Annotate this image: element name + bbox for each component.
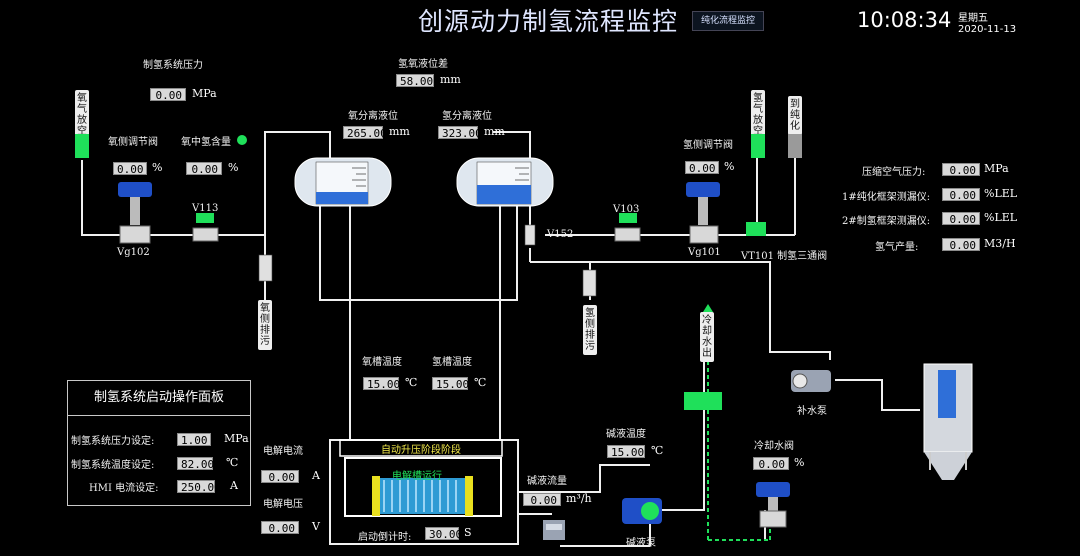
valve-vg101-label: Vg101 [688, 247, 721, 258]
lye-flow-label: 碱液流量 [527, 476, 567, 487]
voltage-unit: V [312, 520, 320, 533]
air-pressure-unit: MPa [984, 162, 1009, 175]
valve-vg102-label: Vg102 [117, 247, 150, 258]
o2-valve-label: 氧侧调节阀 [108, 137, 158, 148]
leak2-unit: %LEL [984, 211, 1018, 224]
panel-pressure-setting-label: 制氢系统压力设定: [71, 436, 155, 447]
three-way-valve-indicator [746, 222, 766, 236]
leak1-unit: %LEL [984, 187, 1018, 200]
to-purify-indicator [788, 134, 802, 158]
leak2-label: 2#制氢框架测漏仪: [842, 216, 931, 227]
lye-flow-value: 0.00 [523, 493, 561, 507]
o2-drain-tag: 氧侧排污 [258, 300, 272, 350]
o2-tank-temp-label: 氧槽温度 [362, 357, 402, 368]
air-pressure-value: 0.00 [942, 163, 980, 177]
h2-valve-value: 0.00 [685, 161, 719, 175]
o2-valve-unit: % [152, 161, 163, 174]
cell-running-status: 电解槽运行 [392, 471, 442, 482]
h2-vent-tag: 氢气放空 [751, 90, 765, 140]
voltage-value: 0.00 [261, 521, 299, 535]
o2-valve-value: 0.00 [113, 162, 147, 176]
h2-output-value: 0.00 [942, 238, 980, 252]
panel-current-setting-input[interactable]: 250.00 [177, 480, 221, 494]
h2-valve-label: 氢侧调节阀 [683, 140, 733, 151]
system-pressure-unit: MPa [192, 87, 217, 100]
system-pressure-value: 0.00 [150, 88, 186, 102]
valve-v103-label: V103 [613, 204, 640, 215]
clock-time: 10:08:34 [857, 8, 952, 32]
leak1-label: 1#纯化框架测漏仪: [842, 192, 931, 203]
o2-tank-temp-value: 15.00 [363, 377, 400, 391]
date: 2020-11-13 [958, 24, 1017, 35]
h2-output-label: 氢气产量: [875, 242, 919, 253]
lye-temp-unit: ℃ [651, 444, 664, 457]
panel-pressure-setting-input[interactable]: 1.00 [177, 433, 211, 447]
v113-indicator [196, 213, 214, 223]
system-pressure-label: 制氢系统压力 [143, 60, 203, 71]
current-value: 0.00 [261, 470, 299, 484]
h2-valve-unit: % [724, 160, 735, 173]
current-label: 电解电流 [263, 446, 303, 457]
countdown-label: 启动倒计时: [358, 532, 412, 543]
h2-in-o2-unit: % [228, 161, 239, 174]
current-unit: A [312, 469, 320, 482]
o2-tank-temp-unit: ℃ [405, 376, 418, 389]
h2-level-label: 氢分离液位 [442, 111, 492, 122]
to-purify-tag: 到纯化 [788, 96, 802, 135]
cooling-out-tag: 冷却水出 [700, 312, 714, 362]
h2-tank-temp-value: 15.00 [432, 377, 469, 391]
o2-level-label: 氧分离液位 [348, 111, 398, 122]
valve-v152-label: V152 [547, 229, 574, 240]
makeup-pump-label: 补水泵 [797, 406, 827, 417]
lye-temp-label: 碱液温度 [606, 429, 646, 440]
voltage-label: 电解电压 [263, 499, 303, 510]
lye-pump-label: 碱液泵 [626, 538, 656, 549]
v103-indicator [619, 213, 637, 223]
panel-temp-setting-input[interactable]: 82.00 [177, 457, 214, 471]
h2-in-o2-value: 0.00 [186, 162, 222, 176]
panel-pressure-setting-unit: MPa [224, 432, 249, 445]
startup-control-panel: 制氢系统启动操作面板 [67, 380, 251, 506]
lye-flow-unit: m³/h [566, 492, 592, 505]
h2-output-unit: M3/H [984, 237, 1016, 250]
countdown-unit: S [464, 526, 472, 539]
lye-temp-value: 15.00 [607, 445, 645, 459]
purification-monitor-button[interactable]: 纯化流程监控 [692, 11, 764, 31]
o2-vent-tag: 氧气放空 [75, 90, 89, 140]
h2-level-unit: mm [484, 125, 505, 138]
panel-title: 制氢系统启动操作面板 [68, 381, 250, 416]
countdown-value: 30.00 [425, 527, 462, 541]
level-diff-unit: mm [440, 73, 461, 86]
panel-current-setting-label: HMI 电流设定: [89, 483, 159, 494]
panel-current-setting-unit: A [230, 479, 238, 492]
h2-in-o2-status-dot [237, 135, 247, 145]
h2-level-value: 323.00 [438, 126, 482, 140]
weekday: 星期五 [958, 13, 988, 24]
o2-vent-indicator [75, 134, 89, 158]
cooling-valve-unit: % [794, 456, 805, 469]
level-diff-value: 58.00 [396, 74, 434, 88]
h2-tank-temp-unit: ℃ [474, 376, 487, 389]
cooling-valve-label: 冷却水阀 [754, 441, 794, 452]
h2-drain-tag: 氢侧排污 [583, 305, 597, 355]
h2-tank-temp-label: 氢槽温度 [432, 357, 472, 368]
page-title: 创源动力制氢流程监控 [418, 7, 679, 36]
leak1-value: 0.00 [942, 188, 980, 202]
valve-v113-label: V113 [192, 203, 219, 214]
h2-vent-indicator [751, 134, 765, 158]
panel-temp-setting-unit: ℃ [226, 456, 239, 469]
cooling-valve-value: 0.00 [753, 457, 789, 471]
air-pressure-label: 压缩空气压力: [862, 167, 926, 178]
o2-level-value: 265.00 [343, 126, 387, 140]
leak2-value: 0.00 [942, 212, 980, 226]
h2-in-o2-label: 氧中氢含量 [181, 137, 231, 148]
valve-vt101-label: VT101 制氢三通阀 [741, 251, 828, 262]
auto-stage-status: 自动升压阶段阶段 [381, 445, 461, 456]
level-diff-label: 氢氧液位差 [398, 59, 448, 70]
panel-temp-setting-label: 制氢系统温度设定: [71, 460, 155, 471]
o2-level-unit: mm [389, 125, 410, 138]
